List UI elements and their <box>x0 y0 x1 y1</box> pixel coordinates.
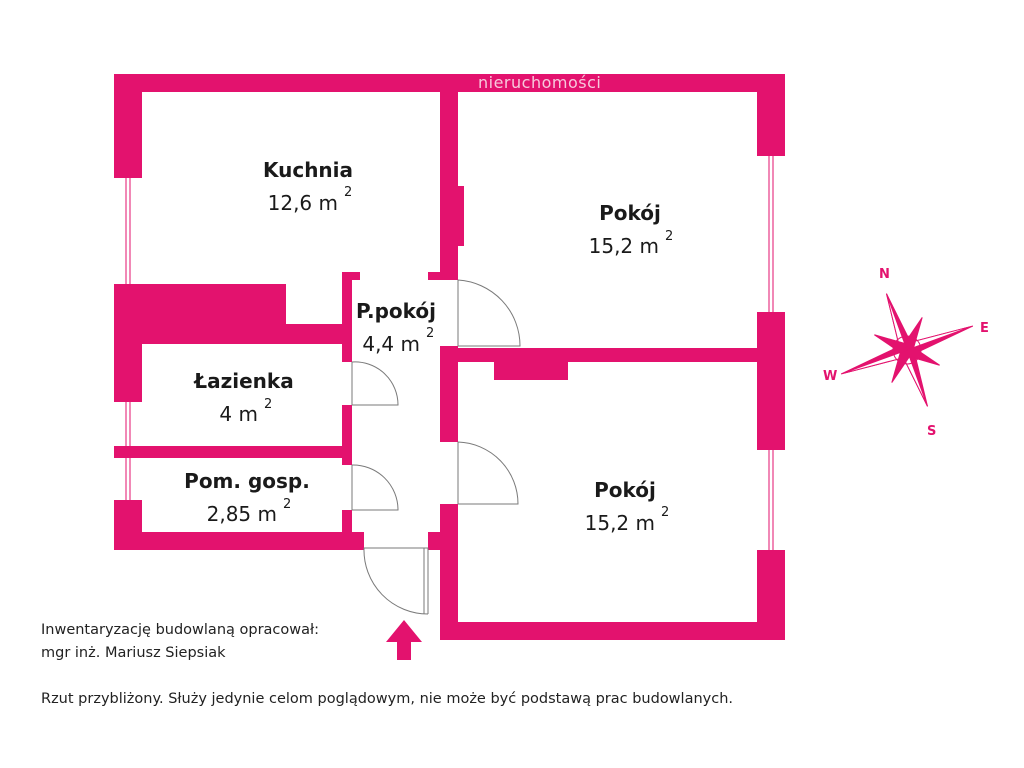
walls <box>114 74 785 640</box>
room-label-room-upper: Pokój 15,2 m 2 <box>589 201 674 258</box>
room-name: Kuchnia <box>263 158 353 182</box>
author-line-1: Inwentaryzację budowlaną opracował: <box>41 622 320 638</box>
compass-east: E <box>980 321 989 336</box>
room-name: Łazienka <box>193 369 293 393</box>
window <box>757 156 785 312</box>
disclaimer: Rzut przybliżony. Służy jedynie celom po… <box>41 691 733 707</box>
room-name: Pom. gosp. <box>184 469 310 493</box>
compass-north: N <box>879 267 890 282</box>
author-line-2: mgr inż. Mariusz Siepsiak <box>41 645 226 661</box>
room-name: Pokój <box>599 201 661 225</box>
room-label-bathroom: Łazienka 4 m 2 <box>193 369 293 426</box>
compass-rose-icon <box>841 293 973 407</box>
watermark: nieruchomości <box>478 73 601 92</box>
window <box>114 178 142 284</box>
windows <box>114 156 785 550</box>
compass-south: S <box>927 424 936 439</box>
room-area: 15,2 m <box>585 511 655 535</box>
room-area: 2,85 m <box>207 502 277 526</box>
doors <box>342 279 521 615</box>
room-area-unit: 2 <box>665 229 673 244</box>
room-label-room-lower: Pokój 15,2 m 2 <box>585 478 670 535</box>
room-label-kitchen: Kuchnia 12,6 m 2 <box>263 158 353 215</box>
room-area-unit: 2 <box>283 497 291 512</box>
room-area: 15,2 m <box>589 234 659 258</box>
room-name: Pokój <box>594 478 656 502</box>
room-area-unit: 2 <box>264 397 272 412</box>
up-arrow-icon <box>386 620 422 660</box>
room-name: P.pokój <box>356 299 436 323</box>
room-area: 4 m <box>219 402 258 426</box>
room-label-hall: P.pokój 4,4 m 2 <box>356 299 436 356</box>
room-area: 4,4 m <box>362 332 420 356</box>
room-area-unit: 2 <box>426 326 434 341</box>
compass-west: W <box>823 369 837 384</box>
room-area-unit: 2 <box>344 185 352 200</box>
window <box>114 402 142 446</box>
room-area-unit: 2 <box>661 505 669 520</box>
room-label-utility: Pom. gosp. 2,85 m 2 <box>184 469 310 526</box>
room-area: 12,6 m <box>268 191 338 215</box>
window <box>757 450 785 550</box>
